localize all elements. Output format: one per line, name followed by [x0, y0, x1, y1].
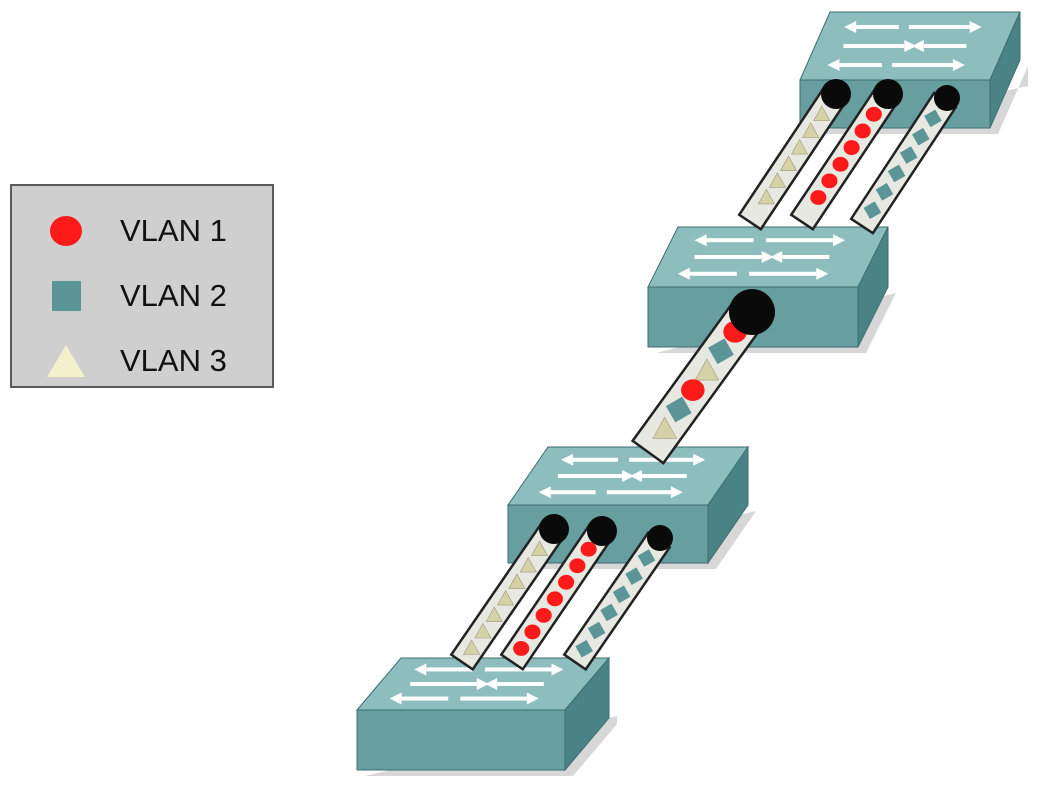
- vlan-3-packet: [519, 556, 537, 573]
- vlan-1-packet: [843, 140, 860, 156]
- vlan-3-packet: [694, 358, 720, 381]
- vlan-1-packet: [810, 190, 827, 205]
- vlan-3-packet: [802, 122, 820, 138]
- port-bottom-vlan2: [647, 525, 673, 551]
- vlan-1-packet: [535, 607, 552, 623]
- vlan-2-packet: [575, 639, 593, 658]
- port-trunk-top: [729, 289, 775, 335]
- vlan-3-packet: [485, 606, 503, 622]
- vlan-1-circle-icon: [50, 216, 82, 246]
- vlan-1-packet: [681, 379, 705, 401]
- vlan-3-packet: [508, 573, 526, 589]
- vlan-1-packet: [569, 558, 586, 574]
- vlan-1-packet: [524, 624, 541, 640]
- cables-layer: [449, 87, 958, 672]
- vlan-3-packet: [474, 622, 492, 639]
- legend: VLAN 1 VLAN 2 VLAN 3: [10, 184, 274, 388]
- legend-label-vlan-2: VLAN 2: [120, 278, 227, 313]
- ports-layer: [539, 79, 960, 551]
- port-top-vlan2: [934, 85, 960, 111]
- vlan-2-packet: [665, 396, 692, 423]
- vlan-1-packet: [580, 541, 597, 557]
- vlan-1-packet: [854, 123, 871, 139]
- vlan-1-packet: [558, 574, 575, 590]
- vlan-2-packet: [887, 164, 906, 183]
- vlan-2-packet: [612, 585, 631, 604]
- vlan-3-packet: [652, 416, 677, 439]
- vlan-3-triangle-icon: [47, 345, 85, 377]
- port-top-vlan1: [873, 79, 903, 109]
- vlan-2-packet: [625, 567, 643, 586]
- vlan-2-square-icon: [52, 281, 81, 311]
- vlan-2-packet: [863, 201, 882, 220]
- port-bottom-vlan3: [539, 514, 569, 544]
- vlan-2-packet: [911, 127, 930, 146]
- vlan-1-packet: [513, 641, 530, 656]
- vlan-3-packet: [496, 589, 515, 606]
- vlan-2-packet: [637, 549, 656, 567]
- port-bottom-vlan1: [587, 516, 617, 546]
- vlan-1-packet: [832, 156, 849, 172]
- switch-bottom-front-face: [356, 709, 566, 771]
- legend-label-vlan-1: VLAN 1: [120, 213, 227, 248]
- vlan-3-packet: [530, 540, 549, 556]
- switch-upper-middle: [647, 226, 896, 353]
- vlan-1-packet: [821, 173, 838, 189]
- switch-upper-middle-arrows-icon: [677, 234, 846, 280]
- vlan-3-packet: [768, 172, 786, 188]
- switch-bottom-arrows-icon: [389, 663, 564, 705]
- vlan-2-packet: [587, 621, 606, 640]
- vlan-2-packet: [600, 603, 618, 622]
- legend-item-vlan-3: VLAN 3: [12, 336, 272, 386]
- access-links-top-vlan3: [737, 87, 847, 231]
- legend-item-vlan-2: VLAN 2: [12, 271, 272, 321]
- vlan-3-packet: [779, 155, 798, 171]
- vlan-3-packet: [463, 639, 481, 655]
- vlan-2-packet: [924, 109, 942, 128]
- vlan-2-packet: [899, 146, 918, 164]
- vlan-3-packet: [791, 138, 809, 155]
- vlan-3-packet: [813, 105, 831, 122]
- port-top-vlan3: [821, 79, 851, 109]
- vlan-3-packet: [757, 188, 775, 205]
- vlan-1-packet: [865, 106, 882, 122]
- vlan-2-packet: [708, 338, 734, 365]
- switch-bottom: [355, 656, 617, 776]
- vlan-1-packet: [546, 591, 563, 607]
- switch-top-arrows-icon: [827, 20, 982, 72]
- vlan-2-packet: [875, 183, 894, 201]
- legend-item-vlan-1: VLAN 1: [12, 206, 272, 256]
- legend-label-vlan-3: VLAN 3: [120, 343, 227, 378]
